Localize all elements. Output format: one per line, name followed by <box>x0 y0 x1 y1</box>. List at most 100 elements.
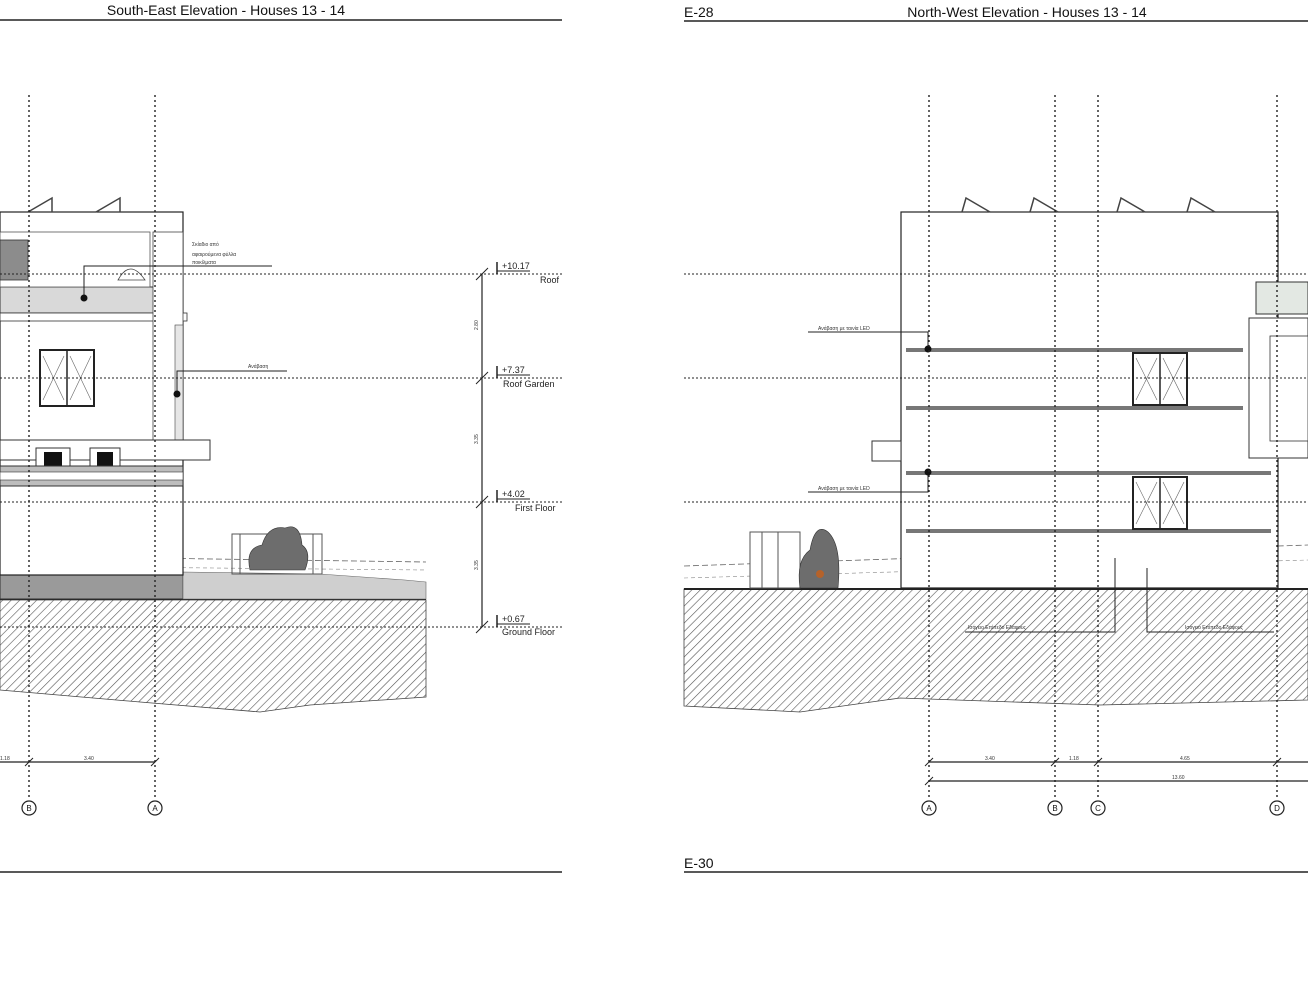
right-grid-bubble-c <box>1090 800 1106 816</box>
svg-text:Ground Floor: Ground Floor <box>502 627 555 637</box>
left-grid-bubble-a <box>147 800 163 816</box>
right-solar-panel-2 <box>1029 196 1059 213</box>
right-title: North-West Elevation - Houses 13 - 14 <box>907 4 1147 20</box>
right-annotation-leader-1 <box>808 331 929 349</box>
left-level-marker-roof: +10.17 Roof <box>496 261 560 285</box>
left-grid-bubble-b <box>21 800 37 816</box>
left-dim-tick-2 <box>475 371 489 385</box>
svg-text:+0.67: +0.67 <box>502 614 525 624</box>
right-shrub-accent-icon <box>816 570 824 578</box>
right-band-2 <box>906 406 1243 410</box>
left-hdim-tick-2 <box>150 757 160 767</box>
svg-text:First Floor: First Floor <box>515 503 556 513</box>
right-code-top: E-28 <box>684 4 714 20</box>
svg-text:Roof: Roof <box>540 275 560 285</box>
right-grid-bubble-b <box>1047 800 1063 816</box>
right-grid-label-b: B <box>1052 804 1057 813</box>
right-grid-bubble-a <box>921 800 937 816</box>
right-grid-label-d: D <box>1274 804 1280 813</box>
left-title: South-East Elevation - Houses 13 - 14 <box>107 2 345 18</box>
right-building-wall <box>900 211 1279 589</box>
left-annotation-2: αφαιρούμενα φύλλα <box>192 251 236 258</box>
left-grid-label-a: A <box>152 804 158 813</box>
svg-text:+10.17: +10.17 <box>502 261 530 271</box>
left-annotation-leader-1 <box>83 265 272 298</box>
right-annotation-leader-2 <box>808 472 929 493</box>
right-annotation-dot-2 <box>924 468 932 476</box>
right-adjacent-roof <box>1255 281 1308 315</box>
left-solar-panel-1 <box>27 196 53 213</box>
right-annotation-1: Ανάβαση με ταινία LED <box>818 325 870 332</box>
left-roof-band <box>0 286 184 314</box>
left-vdim-1: 2.80 <box>474 320 480 330</box>
right-shrub-icon <box>798 529 840 589</box>
left-level-marker-first: +4.02 First Floor <box>496 489 556 513</box>
svg-text:+7.37: +7.37 <box>502 365 525 375</box>
right-window-lower <box>1132 476 1188 530</box>
right-annotation-4: Ισόγειο Επίπεδο Εδάφους <box>1185 624 1244 631</box>
left-annotation-4: Ανάβαση <box>248 363 268 370</box>
right-grid-label-c: C <box>1095 804 1101 813</box>
right-hdim-tick-2 <box>1050 757 1060 767</box>
left-floor-band-inner <box>0 471 184 481</box>
left-hdim-tick-1 <box>24 757 34 767</box>
right-annotation-2: Ανάβαση με ταινία LED <box>818 485 870 492</box>
right-adjacent-house-inner <box>1269 335 1308 442</box>
left-level-marker-garden: +7.37 Roof Garden <box>496 365 555 389</box>
right-dim-2: 1.18 <box>1069 756 1079 762</box>
left-ground-hatch <box>0 599 427 713</box>
left-roof-parapet <box>0 312 188 322</box>
left-small-window-1-glass <box>44 452 62 468</box>
left-terrain-dash <box>0 555 427 563</box>
right-canopy <box>871 440 902 462</box>
left-vdim-2: 3.35 <box>474 434 480 444</box>
right-grid-bubble-d <box>1269 800 1285 816</box>
left-dim-tick-1 <box>475 267 489 281</box>
right-total-dim-label: 13.60 <box>1172 775 1185 781</box>
left-side-column-strip <box>174 324 184 441</box>
left-roof-dome <box>117 268 146 281</box>
right-solar-panel-3 <box>1116 196 1146 213</box>
right-annotation-dot-1 <box>924 345 932 353</box>
right-solar-panel-1 <box>961 196 991 213</box>
left-annotation-3: ποικίλματα <box>192 260 216 266</box>
left-dim-tick-4 <box>475 620 489 634</box>
left-dim-tick-3 <box>475 495 489 509</box>
right-band-4 <box>906 529 1271 533</box>
left-terrain-light <box>182 571 427 600</box>
left-plinth-dark <box>0 574 184 600</box>
right-dim-1: 3.40 <box>985 756 995 762</box>
right-annotation-leader-4 <box>1146 568 1274 633</box>
svg-text:Roof Garden: Roof Garden <box>503 379 555 389</box>
left-solar-panel-2 <box>95 196 121 213</box>
left-shrub-icon <box>248 526 309 571</box>
right-total-dim-tick <box>924 776 934 786</box>
right-code-bottom: E-30 <box>684 855 714 871</box>
right-annotation-leader-3 <box>965 558 1116 633</box>
right-solar-panel-4 <box>1186 196 1216 213</box>
right-grid-label-a: A <box>926 804 932 813</box>
right-hdim-tick-1 <box>924 757 934 767</box>
left-grid-label-b: B <box>26 804 31 813</box>
svg-text:+4.02: +4.02 <box>502 489 525 499</box>
left-annotation-dot-2 <box>173 390 181 398</box>
left-small-window-2-glass <box>97 452 113 468</box>
right-dim-3: 4.65 <box>1180 756 1190 762</box>
left-roof-panel-dark <box>0 239 29 281</box>
right-hdim-tick-4 <box>1272 757 1282 767</box>
left-dim-1: 1.18 <box>0 756 10 762</box>
left-annotation-leader-2 <box>176 370 287 394</box>
right-band-3 <box>906 471 1271 475</box>
right-window-upper <box>1132 352 1188 406</box>
left-vdim-3: 3.35 <box>474 560 480 570</box>
left-annotation-1: Σκίαδιο από <box>192 241 219 248</box>
left-dim-2: 3.40 <box>84 756 94 762</box>
right-hdim-tick-3 <box>1093 757 1103 767</box>
left-annotation-dot-1 <box>80 294 88 302</box>
right-garden-gate <box>749 531 801 589</box>
right-ground-hatch <box>683 588 1308 713</box>
right-band-1 <box>906 348 1243 352</box>
left-level-marker-ground: +0.67 Ground Floor <box>496 614 555 637</box>
right-elevation-panel: E-28 North-West Elevation - Houses 13 - … <box>683 4 1308 873</box>
